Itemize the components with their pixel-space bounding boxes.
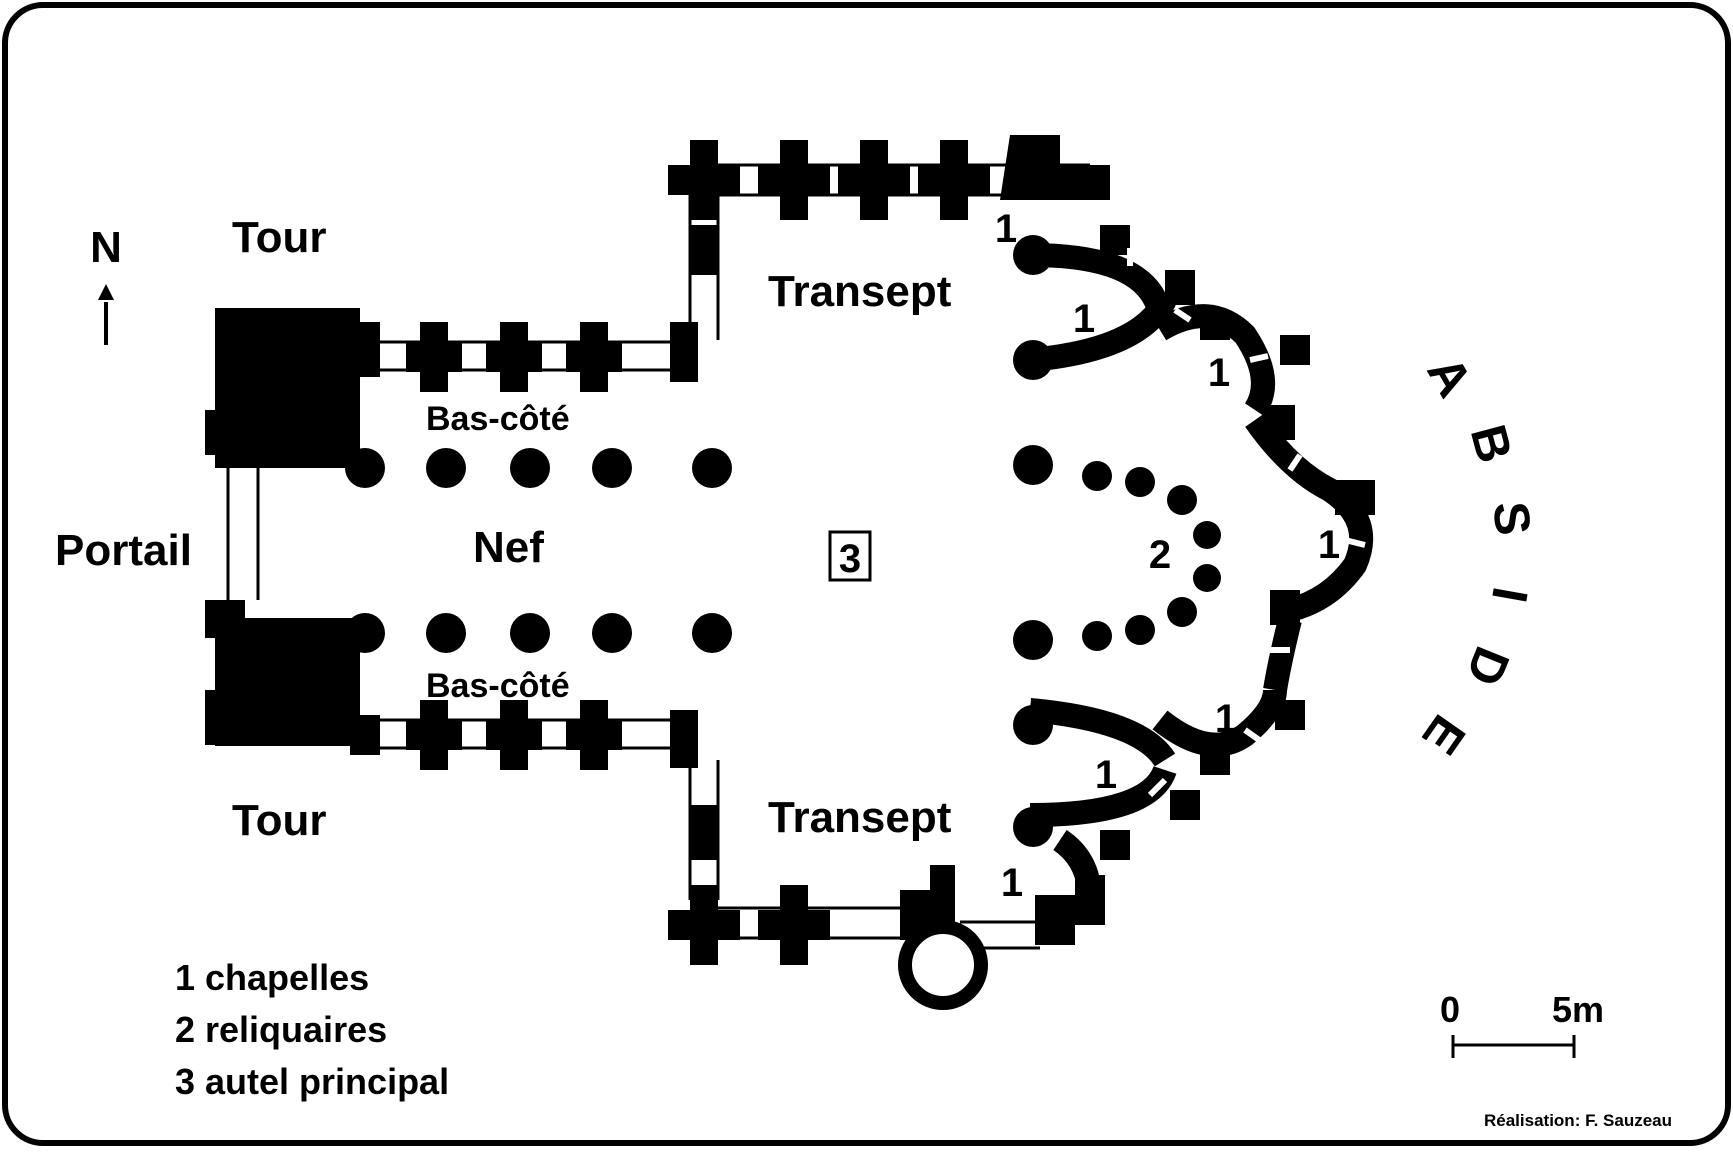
transept-columns xyxy=(1013,235,1053,847)
apse-letter: S xyxy=(1483,499,1542,537)
chapel-number: 1 xyxy=(1208,351,1230,395)
scale-end-label: 5m xyxy=(1552,989,1604,1030)
scale-start-label: 0 xyxy=(1440,989,1460,1030)
nave-label: Nef xyxy=(473,523,544,572)
chapel-number: 1 xyxy=(1073,297,1095,341)
tower-top-label: Tour xyxy=(232,213,327,262)
altar-number: 3 xyxy=(839,537,861,581)
portal-label: Portail xyxy=(55,526,192,575)
tower-bottom-label: Tour xyxy=(232,796,327,845)
chapel-number: 1 xyxy=(1318,523,1340,567)
apse-buttresses xyxy=(1100,225,1375,860)
aisle-top-label: Bas-côté xyxy=(426,400,570,438)
transept-bottom-label: Transept xyxy=(768,793,952,842)
north-label: N xyxy=(90,223,122,272)
choir-columns xyxy=(1082,461,1221,651)
credit-text: Réalisation: F. Sauzeau xyxy=(1484,1111,1672,1130)
legend-reliquaries: 2 reliquaires xyxy=(175,1009,387,1050)
apse-windows xyxy=(1127,248,1366,798)
reliquaries-number: 2 xyxy=(1149,533,1171,577)
legend-chapels: 1 chapelles xyxy=(175,957,369,998)
chapel-number: 1 xyxy=(1095,753,1117,797)
chapel-number: 1 xyxy=(1215,697,1237,741)
altar-box xyxy=(828,530,872,582)
nave-columns xyxy=(345,448,732,653)
chapel-number: 1 xyxy=(1001,861,1023,905)
scale-bar xyxy=(1451,1035,1576,1058)
north-arrow-icon xyxy=(98,284,114,345)
buttresses xyxy=(406,135,1110,965)
legend-altar: 3 autel principal xyxy=(175,1061,449,1102)
chapel-number: 1 xyxy=(995,207,1017,251)
tower-north xyxy=(205,308,380,468)
stair-tower xyxy=(898,920,988,1010)
transept-top-label: Transept xyxy=(768,267,952,316)
aisle-bottom-label: Bas-côté xyxy=(426,667,570,705)
apse-walls xyxy=(1028,243,1374,901)
tower-south xyxy=(205,600,380,755)
